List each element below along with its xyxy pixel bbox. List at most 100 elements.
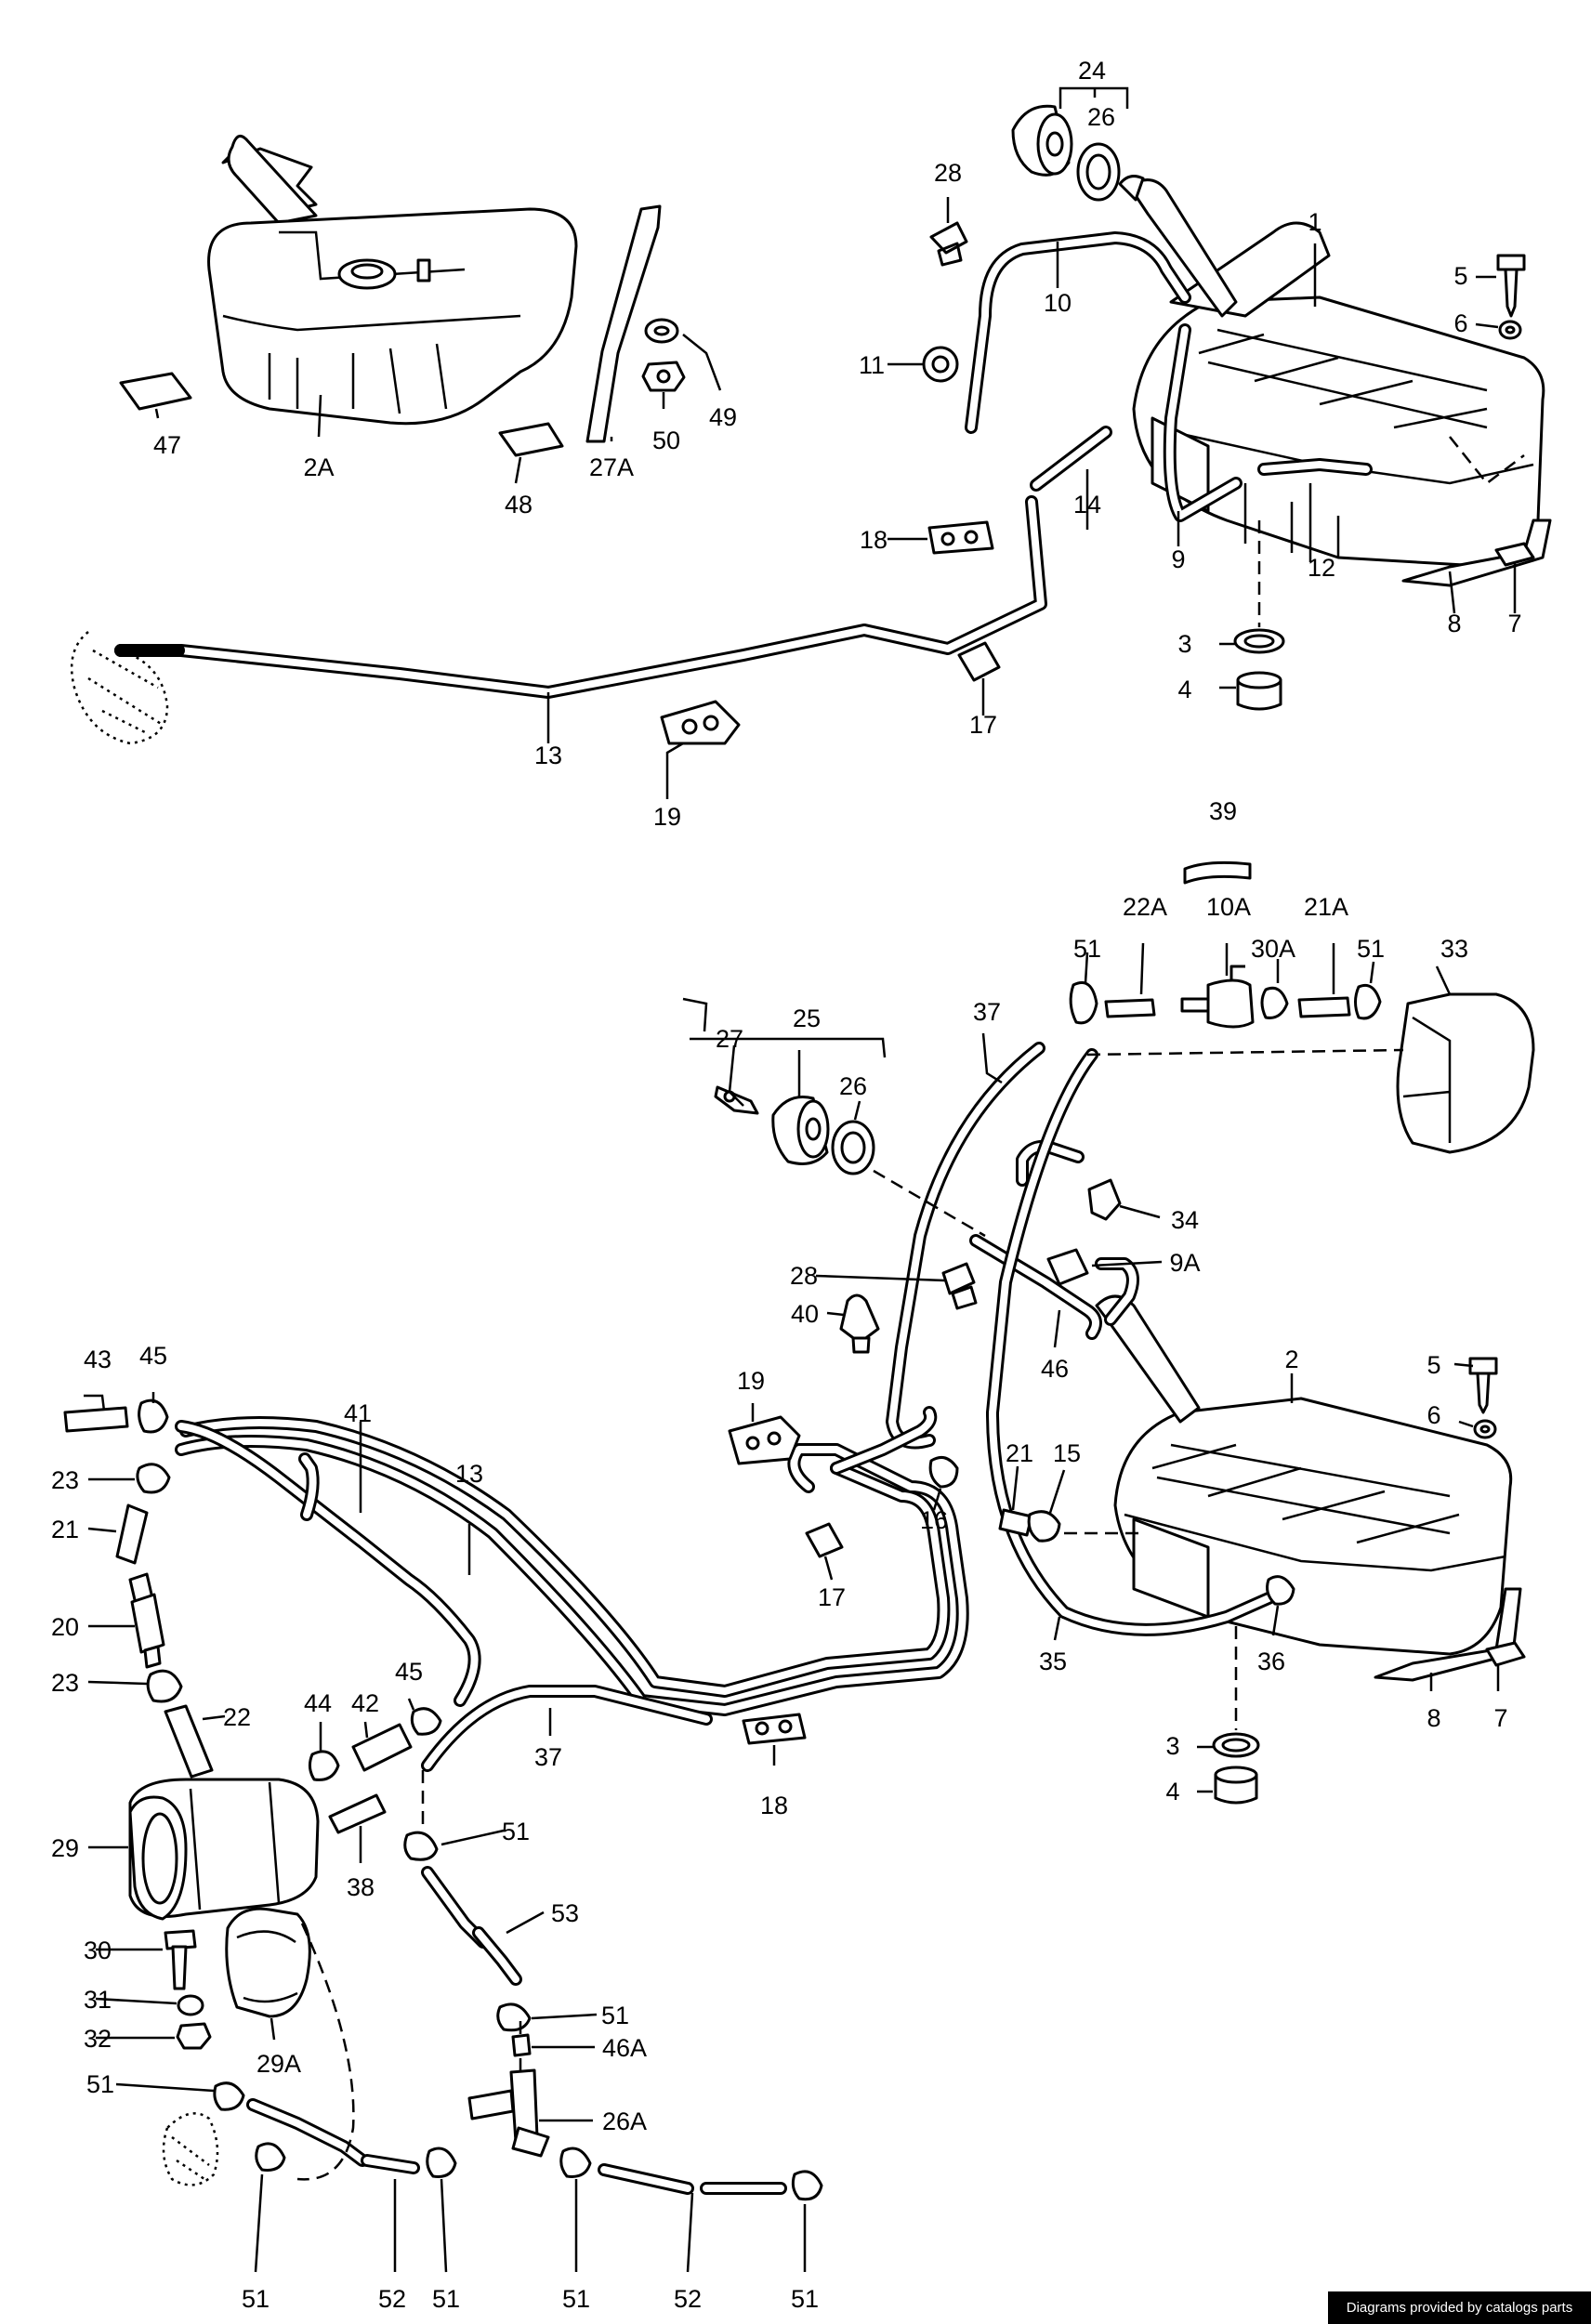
callout-5-bottom: 5: [1427, 1351, 1440, 1379]
callout-38: 38: [347, 1873, 375, 1901]
vent-hose-37-bottom: [421, 1685, 713, 1772]
callout-26-top: 26: [1087, 103, 1115, 131]
callout-51-mid-top: 51: [502, 1818, 530, 1845]
clip-34: [1087, 1178, 1122, 1221]
washer-6-bottom: [1473, 1419, 1497, 1439]
callout-23-top: 23: [51, 1466, 79, 1494]
callout-7-bottom: 7: [1493, 1704, 1507, 1732]
callout-21a: 21A: [1304, 893, 1348, 921]
clamp-30a: [1260, 986, 1289, 1019]
callout-45-bottom: 45: [395, 1658, 423, 1686]
hose-22a: [1104, 998, 1156, 1018]
clamp-51-bottom-right: [791, 2170, 823, 2201]
callout-30: 30: [84, 1937, 112, 1964]
clip-18-bottom: [742, 1713, 807, 1745]
hose-38: [328, 1793, 387, 1834]
hose-39: [1183, 860, 1252, 885]
callout-23-bottom: 23: [51, 1669, 79, 1697]
plug-4-bottom: [1214, 1766, 1258, 1805]
callout-35: 35: [1039, 1648, 1067, 1675]
washer-6-top: [1498, 320, 1522, 340]
leader-lines: [84, 86, 1517, 2273]
callout-4-bottom: 4: [1165, 1778, 1179, 1805]
clip-28-bottom: [941, 1262, 978, 1310]
hose-42: [351, 1723, 413, 1772]
callout-11: 11: [859, 351, 885, 379]
callout-10a: 10A: [1206, 893, 1251, 921]
activated-charcoal-canister-33: [1396, 992, 1535, 1154]
dotted-connector-bottom-left: [162, 2112, 219, 2186]
callout-51-top-left: 51: [1073, 935, 1101, 963]
callout-41: 41: [344, 1399, 372, 1427]
clamp-51-top-right: [1354, 983, 1382, 1020]
callout-5-top: 5: [1453, 262, 1467, 290]
hose-21-bottom: [998, 1508, 1033, 1537]
clamp-51-far-left: [255, 2142, 286, 2172]
hose-41: [175, 1420, 481, 1707]
bolt-30: [164, 1929, 197, 1990]
callout-17-bottom: 17: [818, 1583, 846, 1611]
hose-53: [421, 1866, 522, 1986]
hose-21a: [1297, 996, 1351, 1018]
callout-8-top: 8: [1447, 610, 1461, 637]
seal-26-top: [1076, 142, 1121, 202]
hose-17-bottom: [805, 1522, 844, 1558]
callout-2: 2: [1284, 1346, 1298, 1373]
callout-18-top: 18: [860, 526, 888, 554]
callout-3-bottom: 3: [1165, 1732, 1179, 1760]
callout-43: 43: [84, 1346, 112, 1373]
callout-1: 1: [1308, 208, 1321, 236]
callout-10: 10: [1044, 289, 1072, 317]
filler-neck-1: [1118, 175, 1238, 318]
callout-28-top: 28: [934, 159, 962, 187]
tank-strap-27a: [585, 204, 662, 443]
screw-5-top: [1496, 254, 1526, 318]
hose-14: [1030, 426, 1112, 492]
callout-2a: 2A: [303, 453, 334, 481]
clamp-7-bottom: [1485, 1641, 1526, 1667]
hose-17-top: [957, 641, 1001, 682]
hose-52-right: [598, 2163, 787, 2195]
fuel-line-13-bottom: [175, 1406, 969, 1716]
bracket-19-bottom: [728, 1415, 801, 1465]
callout-6-top: 6: [1453, 309, 1467, 337]
callout-4-top: 4: [1177, 676, 1191, 703]
callout-51-bottom-2: 51: [432, 2285, 460, 2313]
callout-8-bottom: 8: [1427, 1704, 1440, 1732]
fuel-line-13-top: [114, 495, 1047, 699]
callout-12: 12: [1308, 554, 1335, 582]
callout-3-top: 3: [1177, 630, 1191, 658]
callout-49: 49: [709, 403, 737, 431]
clamp-51-bottom-mid: [559, 2147, 592, 2178]
hose-43: [63, 1406, 129, 1433]
callout-51-far-left: 51: [86, 2070, 114, 2098]
clamp-23-bottom: [146, 1669, 183, 1703]
hose-12: [1257, 458, 1373, 476]
callout-52-left: 52: [378, 2285, 406, 2313]
callout-37-top: 37: [973, 998, 1001, 1026]
fuel-tank-2: [1113, 1397, 1513, 1656]
clamp-36: [1266, 1575, 1295, 1606]
callout-50: 50: [652, 427, 680, 454]
callout-21-left: 21: [51, 1516, 79, 1543]
callout-29a: 29A: [256, 2050, 301, 2078]
callout-20: 20: [51, 1613, 79, 1641]
callout-42: 42: [351, 1689, 379, 1717]
callout-51-bottom-3: 51: [562, 2285, 590, 2313]
filler-cap-24: [1011, 104, 1073, 177]
callout-26-bottom: 26: [839, 1072, 867, 1100]
callout-51-bottom-4: 51: [791, 2285, 819, 2313]
pad-47: [119, 372, 192, 411]
tank-strap-8-bottom: [1374, 1587, 1522, 1682]
callout-32: 32: [84, 2025, 112, 2053]
washer-49: [644, 318, 679, 344]
clip-18-top: [927, 520, 994, 555]
breather-hose-10: [965, 231, 1191, 434]
callout-47: 47: [153, 431, 181, 459]
callout-33: 33: [1440, 935, 1468, 963]
grommet-11: [922, 346, 959, 383]
callout-18-bottom: 18: [760, 1792, 788, 1819]
clamp-7-top: [1494, 542, 1535, 567]
callout-13-bottom: 13: [455, 1460, 483, 1488]
